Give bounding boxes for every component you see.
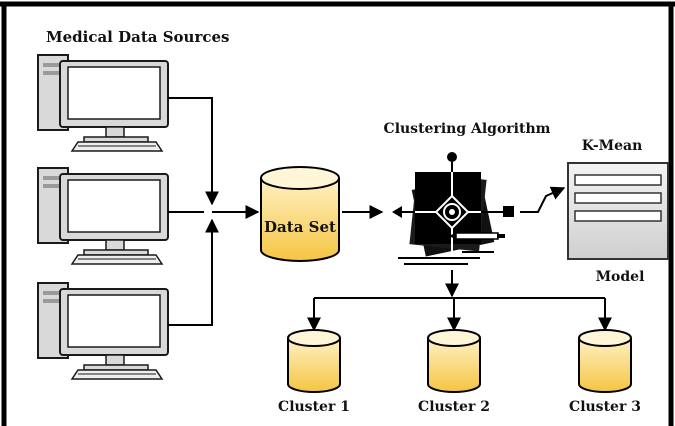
algorithm-title: Clustering Algorithm — [384, 121, 551, 137]
database-icon — [287, 329, 341, 393]
cluster-label: Cluster 3 — [569, 399, 641, 415]
cluster-label: Cluster 2 — [418, 399, 490, 415]
cluster-3: Cluster 3 — [569, 329, 641, 415]
dataset-label: Data Set — [264, 218, 336, 236]
database-icon — [578, 329, 632, 393]
database-icon — [260, 166, 340, 262]
cluster-label: Cluster 1 — [278, 399, 350, 415]
database-icon — [427, 329, 481, 393]
source-connectors — [168, 97, 260, 326]
kmean-title: K-Mean — [582, 138, 643, 154]
model-form-icon — [567, 162, 669, 260]
computer-icon — [37, 54, 169, 152]
computer-icon — [37, 282, 169, 380]
computer-3 — [37, 282, 169, 380]
computer-2 — [37, 167, 169, 265]
computer-icon — [37, 167, 169, 265]
sources-title: Medical Data Sources — [46, 28, 229, 46]
model-label: Model — [596, 269, 645, 285]
clustering-algorithm-icon — [392, 152, 514, 265]
algorithm-to-model-arrow — [520, 186, 566, 213]
dataset-cylinder: Data Set — [260, 166, 340, 262]
cluster-connectors — [307, 270, 612, 332]
computer-1 — [37, 54, 169, 152]
cluster-1: Cluster 1 — [278, 329, 350, 415]
cluster-2: Cluster 2 — [418, 329, 490, 415]
